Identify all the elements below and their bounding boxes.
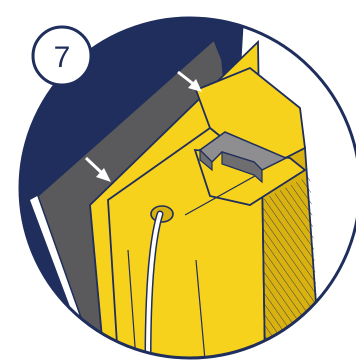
- device-side-hatching: [262, 175, 320, 360]
- step-number-badge: 7: [33, 27, 91, 85]
- step-number: 7: [54, 41, 71, 74]
